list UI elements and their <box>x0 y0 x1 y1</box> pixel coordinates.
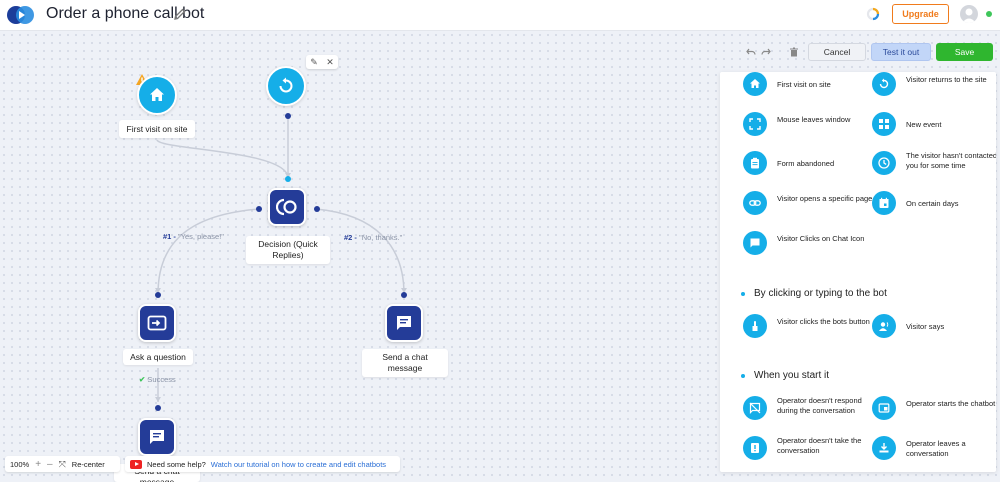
trigger-item[interactable]: Visitor says <box>872 314 996 344</box>
edit-title-icon[interactable] <box>173 7 187 21</box>
home-icon <box>743 72 767 96</box>
arrow-send <box>401 288 407 293</box>
arrow-ask <box>155 288 161 293</box>
user-icon <box>962 8 976 23</box>
node-send-message-bottom[interactable] <box>138 418 176 456</box>
calendar-icon <box>872 191 896 215</box>
app-header: Order a phone call bot Upgrade <box>0 0 1000 31</box>
edge-label-option2: #2 - "No, thanks." <box>344 233 403 242</box>
avatar[interactable] <box>960 5 978 23</box>
edge-label-option1: #1 - "Yes, please!" <box>163 232 224 241</box>
arrow-decision <box>285 173 291 178</box>
edge-first-visit-decision <box>156 139 289 179</box>
node-label-ask-question: Ask a question <box>123 349 193 365</box>
connector-dot-option1[interactable] <box>256 206 262 212</box>
clock-icon <box>872 151 896 175</box>
no-reply-icon <box>743 396 767 420</box>
help-bar: Need some help? Watch our tutorial on ho… <box>125 456 400 472</box>
widgets-icon <box>872 112 896 136</box>
node-first-visit[interactable] <box>137 75 177 115</box>
message-icon <box>397 316 411 330</box>
save-button[interactable]: Save <box>936 43 993 61</box>
redo-icon[interactable] <box>761 47 771 57</box>
edit-node-icon[interactable]: ✎ <box>310 56 318 67</box>
help-text: Need some help? <box>147 459 206 469</box>
node-visitor-returns[interactable] <box>266 66 306 106</box>
node-decision[interactable] <box>268 188 306 226</box>
node-label-send-message: Send a chat message <box>362 349 448 377</box>
online-status-dot <box>986 11 992 17</box>
trigger-item[interactable]: On certain days <box>872 191 996 221</box>
decision-icon <box>276 198 297 216</box>
link-icon <box>743 191 767 215</box>
delete-node-icon[interactable]: ✕ <box>326 56 334 67</box>
zoom-in-icon[interactable]: + <box>35 458 42 470</box>
zoom-out-icon[interactable]: – <box>47 458 53 470</box>
message-icon <box>150 430 164 444</box>
recenter-button[interactable]: Re-center <box>71 459 105 469</box>
trigger-panel: First visit on site Visitor returns to t… <box>720 72 996 472</box>
home-icon <box>150 88 164 101</box>
zoom-controls: 100% + – ⤧ Re-center <box>5 456 120 472</box>
input-icon <box>147 315 167 331</box>
test-button[interactable]: Test it out <box>871 43 931 61</box>
expand-icon <box>743 112 767 136</box>
undo-icon[interactable] <box>746 47 756 57</box>
connector-dot-option2[interactable] <box>314 206 320 212</box>
trigger-item[interactable]: Visitor clicks the bots button <box>743 314 873 344</box>
node-toolbar: ✎ ✕ <box>306 55 338 69</box>
node-ask-question[interactable] <box>138 304 176 342</box>
section-clicking-heading: By clicking or typing to the bot <box>741 288 887 299</box>
touch-icon <box>743 314 767 338</box>
trigger-item[interactable]: Operator starts the chatbot <box>872 396 996 426</box>
connector-dot[interactable] <box>401 292 407 298</box>
trigger-item[interactable]: Visitor Clicks on Chat Icon <box>743 231 873 261</box>
trigger-item[interactable]: First visit on site <box>743 72 873 102</box>
node-send-message[interactable] <box>385 304 423 342</box>
return-icon <box>279 77 293 93</box>
trigger-item[interactable]: New event <box>872 112 996 142</box>
connector-dot[interactable] <box>155 405 161 411</box>
section-bullet <box>741 291 745 296</box>
edge-option2 <box>315 208 405 295</box>
check-icon: ✔ <box>139 375 146 384</box>
trigger-item[interactable]: The visitor hasn't contacted you for som… <box>872 151 996 181</box>
trigger-item[interactable]: Mouse leaves window <box>743 112 873 142</box>
voice-icon <box>872 314 896 338</box>
node-label-first-visit: First visit on site <box>119 120 195 138</box>
trigger-item[interactable]: Operator doesn't take the conversation <box>743 436 873 466</box>
trigger-item[interactable]: Operator doesn't respond during the conv… <box>743 396 873 426</box>
edge-label-success: ✔ Success <box>139 375 176 384</box>
leave-icon <box>872 436 896 460</box>
clipboard-icon <box>743 151 767 175</box>
cancel-button[interactable]: Cancel <box>808 43 866 61</box>
tutorial-link[interactable]: Watch our tutorial on how to create and … <box>210 459 387 469</box>
page-title: Order a phone call bot <box>46 5 205 22</box>
progress-ring-icon[interactable] <box>866 7 880 21</box>
start-chatbot-icon <box>872 396 896 420</box>
app-logo <box>7 6 34 24</box>
connector-dot[interactable] <box>285 113 291 119</box>
chat-icon <box>743 231 767 255</box>
zoom-level: 100% <box>10 459 30 469</box>
arrow-success <box>155 397 161 402</box>
alert-icon <box>743 436 767 460</box>
section-start-heading: When you start it <box>741 370 829 381</box>
trigger-item[interactable]: Visitor returns to the site <box>872 72 996 102</box>
return-icon <box>872 72 896 96</box>
trigger-item[interactable]: Operator leaves a conversation <box>872 436 996 466</box>
trigger-item[interactable]: Visitor opens a specific page <box>743 191 873 221</box>
connector-dot[interactable] <box>155 292 161 298</box>
recenter-icon[interactable]: ⤧ <box>58 458 66 469</box>
youtube-icon <box>130 459 142 469</box>
trigger-item[interactable]: Form abandoned <box>743 151 873 181</box>
connector-dot-input[interactable] <box>285 176 291 182</box>
node-label-decision: Decision (Quick Replies) <box>246 236 330 264</box>
section-bullet <box>741 373 745 378</box>
trash-icon[interactable] <box>789 47 799 57</box>
upgrade-button[interactable]: Upgrade <box>892 4 949 24</box>
edge-option1 <box>157 208 261 295</box>
